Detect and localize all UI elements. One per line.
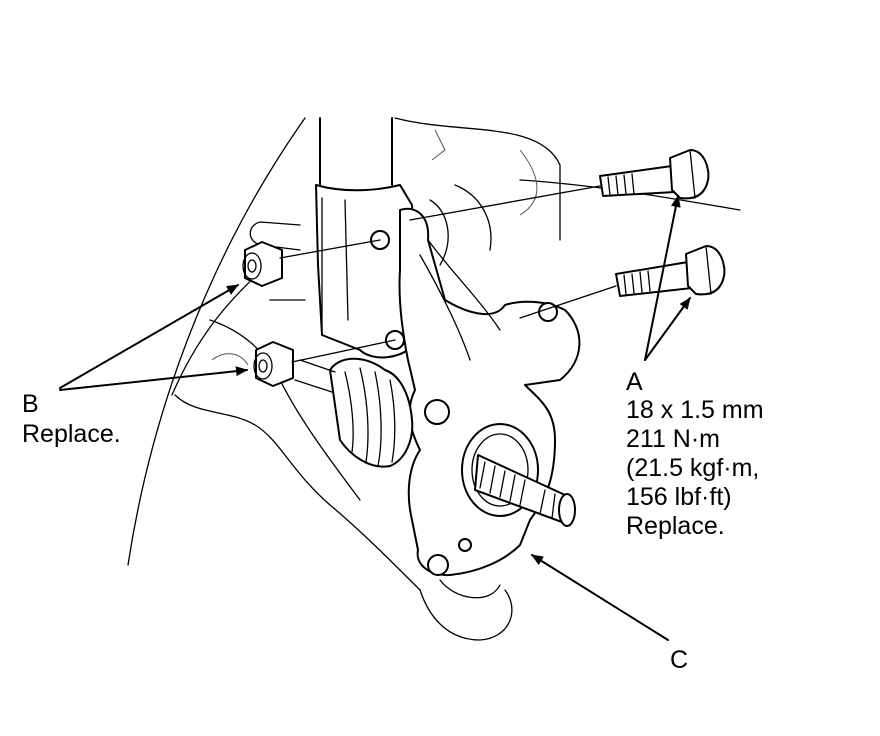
callout-a-torque-nm: 211 N·m <box>626 425 721 453</box>
callout-a-note: Replace. <box>626 512 725 540</box>
nut-b-lower <box>253 341 294 387</box>
callout-b-note: Replace. <box>22 420 121 448</box>
steering-knuckle <box>398 207 581 577</box>
callout-a-size: 18 x 1.5 mm <box>626 396 764 424</box>
body-outline <box>127 117 741 566</box>
cv-joint-boot <box>294 357 414 468</box>
drive-shaft-spline <box>474 454 576 527</box>
lower-arm <box>174 319 513 641</box>
alignment-lines <box>279 185 617 363</box>
callout-a-torque-kgf: (21.5 kgf·m, <box>626 454 760 482</box>
callout-b-letter: B <box>22 390 39 418</box>
bolt-a-upper <box>599 149 710 200</box>
leader-arrows <box>59 195 691 641</box>
callout-a-letter: A <box>626 368 643 396</box>
nut-b-upper <box>242 241 283 287</box>
bolt-a-lower <box>615 245 726 297</box>
strut-assembly <box>249 117 419 359</box>
callout-a-torque-lbf: 156 lbf·ft) <box>626 483 732 511</box>
callout-c-letter: C <box>670 646 689 674</box>
